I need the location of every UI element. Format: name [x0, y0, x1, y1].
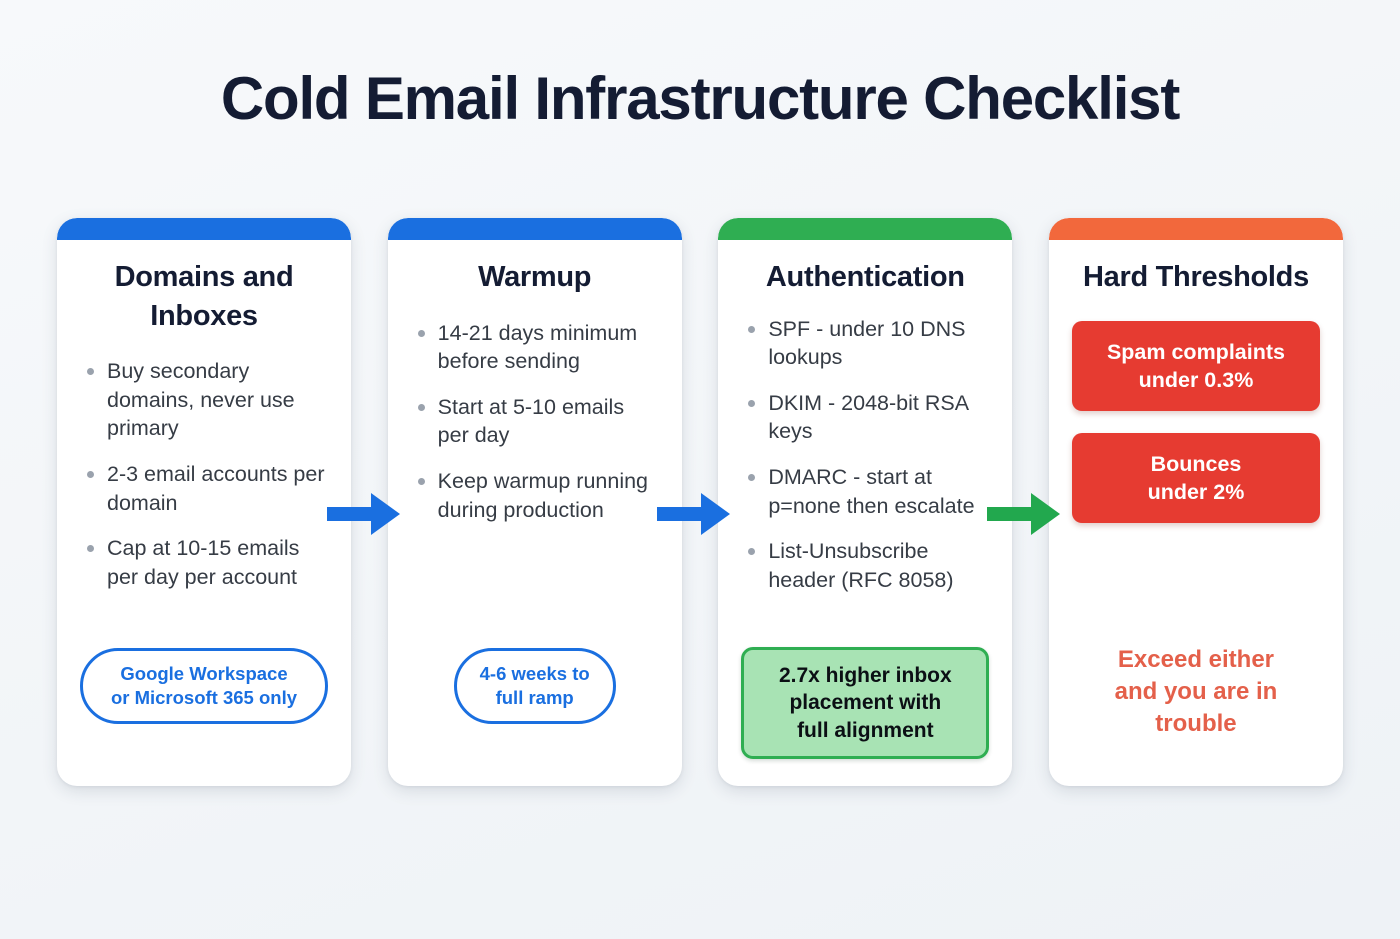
list-item: 14-21 days minimum before sending [412, 319, 658, 376]
card-accent-bar [718, 218, 1013, 240]
list-item: Keep warmup running during production [412, 467, 658, 524]
list-item: List-Unsubscribe header (RFC 8058) [742, 537, 988, 594]
bullet-list: 14-21 days minimum before sending Start … [412, 319, 658, 542]
card-title: Authentication [765, 261, 965, 293]
card-accent-bar [57, 218, 351, 240]
card-title: Hard Thresholds [1083, 261, 1309, 293]
threshold-list: Spam complaints under 0.3% Bounces under… [1071, 320, 1320, 524]
badge-provider-requirement: Google Workspace or Microsoft 365 only [80, 647, 328, 724]
card-title: Warmup [478, 261, 592, 293]
list-item: 2-3 email accounts per domain [81, 460, 327, 517]
card-hard-thresholds: Hard Thresholds Spam complaints under 0.… [1048, 218, 1343, 786]
arrow-right-icon-domains-to-warmup [327, 490, 401, 538]
warning-note: Exceed either and you are in trouble [1114, 645, 1278, 737]
card-accent-bar [387, 218, 682, 240]
card-domains-and-inboxes: Domains and Inboxes Buy secondary domain… [57, 218, 351, 786]
list-item: Start at 5-10 emails per day [412, 393, 658, 450]
list-item: DKIM - 2048-bit RSA keys [742, 389, 988, 446]
bullet-list: Buy secondary domains, never use primary… [81, 357, 327, 608]
card-authentication: Authentication SPF - under 10 DNS lookup… [718, 218, 1013, 786]
card-warmup: Warmup 14-21 days minimum before sending… [387, 218, 682, 786]
threshold-bounces: Bounces under 2% [1071, 432, 1320, 524]
arrow-right-icon-warmup-to-authentication [657, 490, 731, 538]
list-item: DMARC - start at p=none then escalate [742, 463, 988, 520]
badge-ramp-duration: 4-6 weeks to full ramp [453, 647, 616, 724]
list-item: SPF - under 10 DNS lookups [742, 315, 988, 372]
bullet-list: SPF - under 10 DNS lookups DKIM - 2048-b… [742, 315, 988, 612]
threshold-spam-complaints: Spam complaints under 0.3% [1071, 320, 1320, 411]
arrow-right-icon-authentication-to-thresholds [987, 490, 1061, 538]
checklist-card-row: Domains and Inboxes Buy secondary domain… [57, 218, 1343, 786]
page-title: Cold Email Infrastructure Checklist [220, 65, 1180, 132]
card-accent-bar [1048, 218, 1343, 240]
list-item: Buy secondary domains, never use primary [81, 357, 327, 443]
highlight-inbox-placement: 2.7x higher inbox placement with full al… [741, 647, 990, 759]
card-title: Domains and Inboxes [114, 261, 294, 332]
list-item: Cap at 10-15 emails per day per account [81, 534, 327, 591]
